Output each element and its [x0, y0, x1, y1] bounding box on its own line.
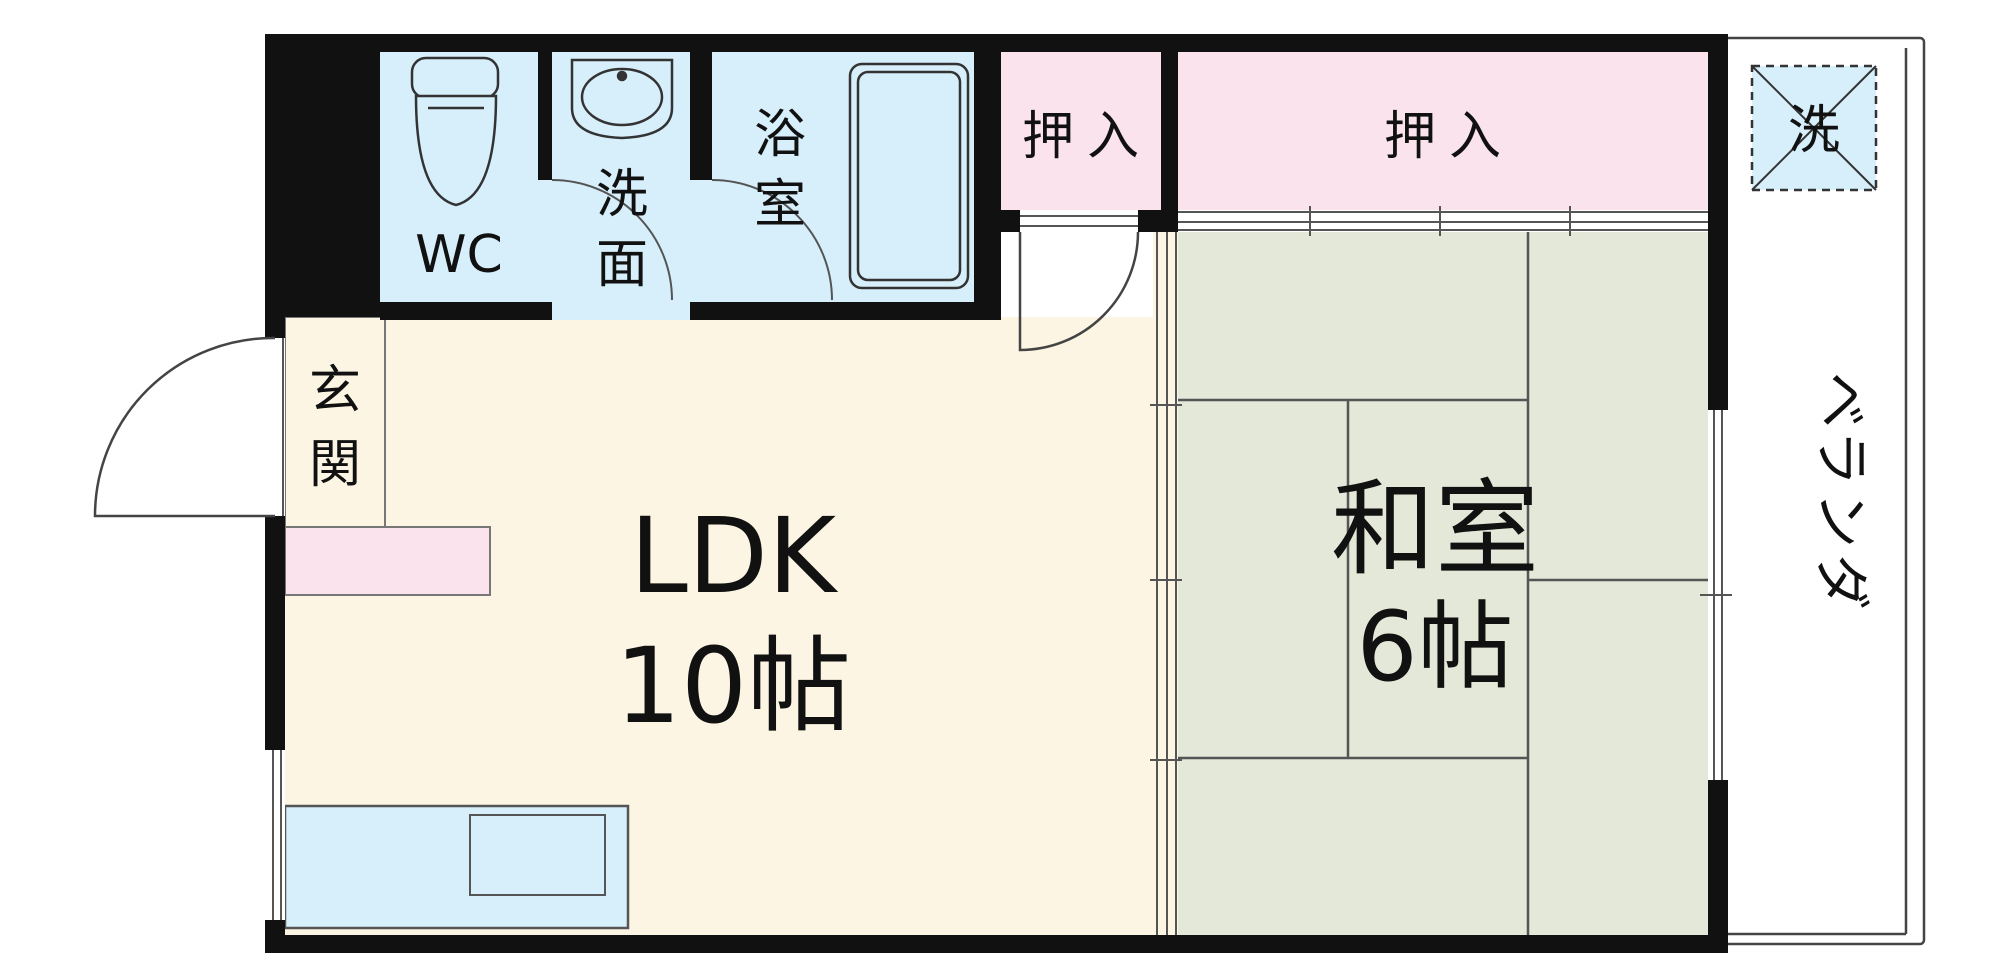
entrance-label-2: 関 — [309, 435, 361, 495]
veranda-label-2: ラ — [1808, 430, 1873, 486]
washing-machine-space — [1750, 64, 1878, 192]
entrance-label-1: 玄 — [309, 361, 361, 421]
closet-door-swing — [1018, 231, 1140, 352]
tatami-floor — [1178, 232, 1708, 935]
room-labels: WC 洗 面 浴 室 押 入 押 入 玄 関 LDK 10帖 和室 6帖 ベ ラ… — [309, 101, 1873, 747]
kitchen-counter — [283, 804, 630, 930]
outer-wall-top — [265, 34, 1715, 52]
bathtub — [848, 62, 970, 290]
sink — [469, 814, 606, 896]
washer-label: 洗 — [1788, 101, 1840, 161]
bath-label-2: 室 — [754, 175, 806, 235]
washitsu-name-label: 和室 — [1331, 468, 1539, 590]
closet-partition — [1161, 52, 1178, 232]
wc-label: WC — [415, 225, 503, 285]
toilet — [410, 56, 500, 207]
tatami-mats — [1178, 232, 1708, 935]
closet-large-label-2: 入 — [1449, 107, 1501, 167]
washroom-label-2: 面 — [596, 235, 648, 295]
closet-large-label-1: 押 — [1384, 107, 1436, 167]
outer-wall-bottom — [265, 935, 1715, 953]
veranda-label-3: ン — [1808, 492, 1873, 548]
closet-small-floor — [1001, 52, 1161, 210]
ldk-name-label: LDK — [630, 495, 839, 617]
veranda-label-1: ベ — [1808, 372, 1873, 428]
entrance-door-swing — [93, 336, 276, 518]
bath-label-1: 浴 — [754, 105, 806, 165]
ldk-size-label: 10帖 — [615, 625, 851, 747]
washroom-label-1: 洗 — [596, 165, 648, 225]
veranda-label-4: ダ — [1808, 554, 1873, 610]
openings — [93, 179, 1732, 935]
washitsu-size-label: 6帖 — [1356, 591, 1513, 703]
shoe-cabinet — [284, 526, 491, 596]
closet-small-label-1: 押 — [1022, 107, 1074, 167]
bath-partition — [974, 52, 1001, 320]
closet-large-floor — [1178, 52, 1708, 210]
closet-small-label-2: 入 — [1087, 107, 1139, 167]
corner-block — [265, 34, 380, 317]
entrance-floor — [284, 316, 386, 528]
washbasin — [570, 58, 674, 140]
